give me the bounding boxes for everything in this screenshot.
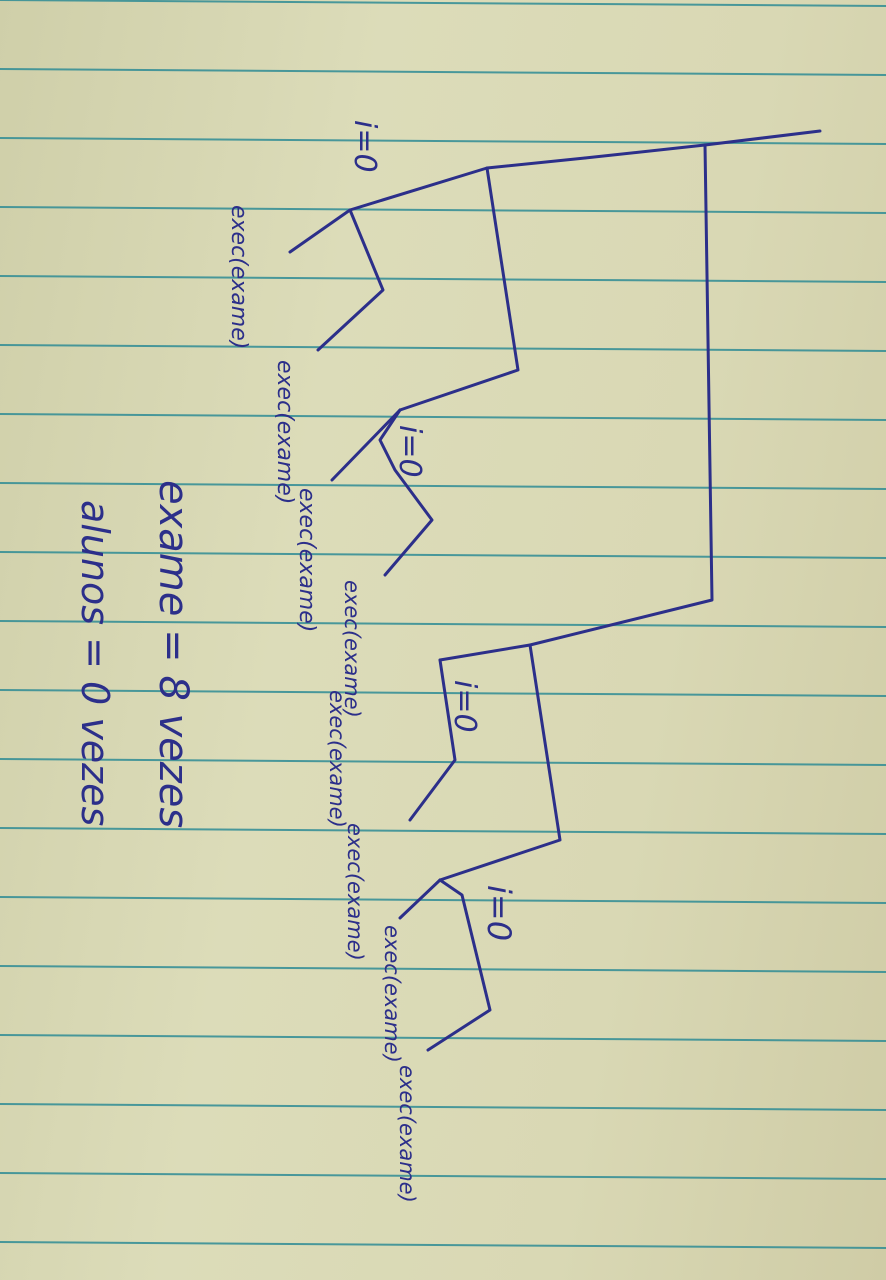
lower-branch xyxy=(398,643,562,920)
main-branch xyxy=(438,143,714,662)
leaf-label: exec(exame) xyxy=(226,205,251,349)
rule-line xyxy=(0,137,886,145)
rule-line xyxy=(0,206,886,214)
rule-line xyxy=(0,0,886,7)
exame-count: exame = 8 vezes xyxy=(150,480,196,828)
rule-line xyxy=(0,551,886,559)
rule-line xyxy=(0,620,886,628)
rule-line xyxy=(0,689,886,697)
rule-line xyxy=(0,275,886,283)
rule-line xyxy=(0,482,886,490)
rule-line xyxy=(0,758,886,766)
rule-line xyxy=(0,965,886,973)
leaf-label: exec(exame) xyxy=(272,360,297,504)
leaf-label: exec(exame) xyxy=(325,690,349,828)
leaf-label: exec(exame) xyxy=(343,823,367,961)
rule-line xyxy=(0,68,886,76)
leaf-label: exec(exame) xyxy=(340,580,364,718)
root-branch xyxy=(583,129,822,160)
i0-mid-label: i=0 xyxy=(392,425,427,478)
leaf-label: exec(exame) xyxy=(294,488,319,632)
leaf-label: exec(exame) xyxy=(380,925,404,1063)
lower-leaf-branch xyxy=(408,658,457,822)
rule-line xyxy=(0,1172,886,1180)
upper-leaf-branch xyxy=(316,208,385,352)
alunos-count: alunos = 0 vezes xyxy=(73,500,117,826)
rule-line xyxy=(0,413,886,421)
bottom-leaf-branch xyxy=(426,878,492,1052)
upper-sub-branch xyxy=(330,166,520,482)
rule-line xyxy=(0,1103,886,1111)
leaf-label: exec(exame) xyxy=(395,1065,419,1203)
recursion-tree xyxy=(288,129,822,1052)
i0-low-label: i=0 xyxy=(447,680,482,733)
rule-line xyxy=(0,896,886,904)
mid-leaf-branch xyxy=(378,408,434,577)
upper-branch xyxy=(288,156,587,254)
i0-top-label: i=0 xyxy=(347,120,382,173)
i0-bottom-label: i=0 xyxy=(480,885,518,941)
rule-line xyxy=(0,344,886,352)
rule-line xyxy=(0,827,886,835)
rule-line xyxy=(0,1034,886,1042)
rule-line xyxy=(0,1241,886,1249)
ruled-lines xyxy=(0,0,886,1249)
